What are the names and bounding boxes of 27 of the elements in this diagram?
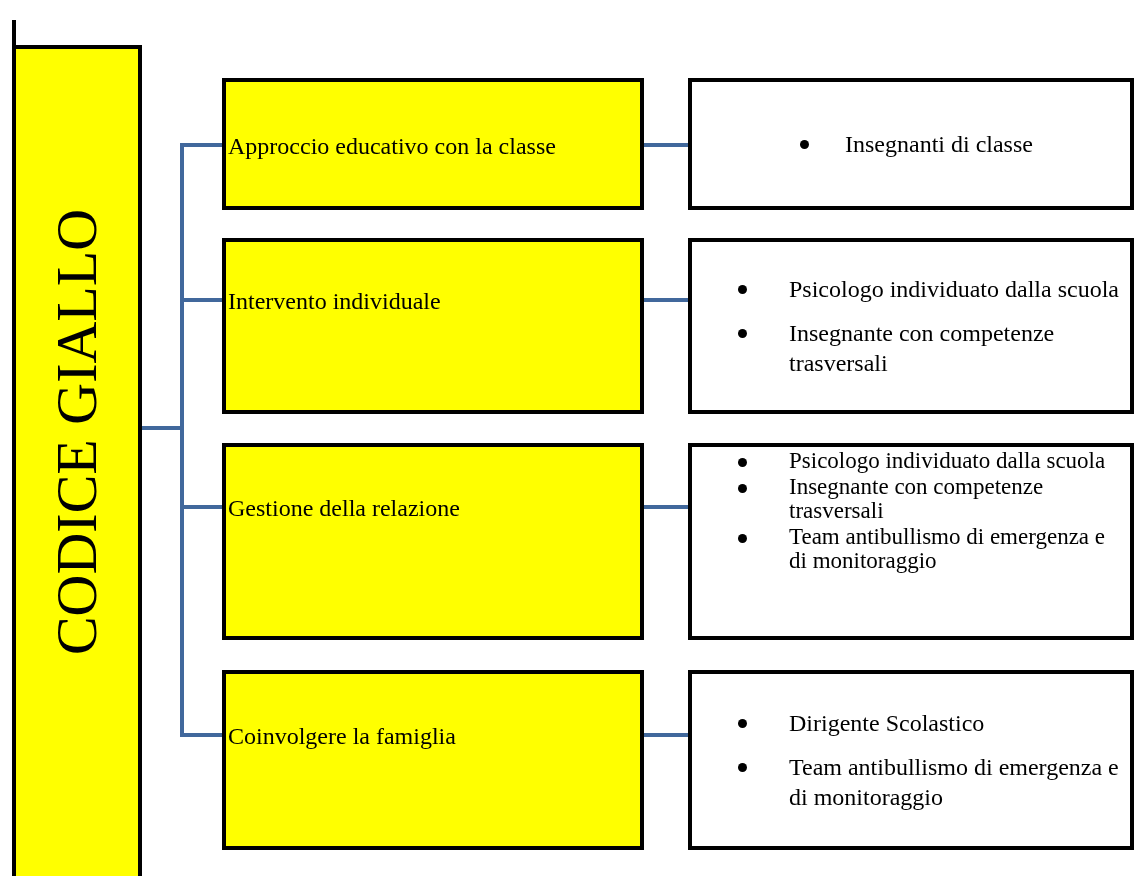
responsible-box bbox=[688, 443, 1134, 640]
responsible-box bbox=[688, 238, 1134, 414]
category-box bbox=[12, 45, 142, 876]
responsible-box bbox=[688, 670, 1134, 850]
action-box bbox=[222, 78, 644, 210]
responsible-text: Psicologo individuato dalla scuola bbox=[789, 449, 1107, 473]
action-box bbox=[222, 443, 644, 640]
action-label: Gestione della relazione bbox=[227, 494, 460, 523]
responsible-text: Insegnante con competenze trasversali bbox=[789, 475, 1045, 523]
connector-line bbox=[142, 426, 222, 737]
action-label: Coinvolgere la famiglia bbox=[227, 722, 456, 751]
responsible-text: Insegnante con competenze trasversali bbox=[789, 319, 1056, 378]
action-label: Approccio educativo con la classe bbox=[227, 132, 556, 161]
responsible-box bbox=[688, 78, 1134, 210]
action-box bbox=[222, 238, 644, 414]
responsible-text: Team antibullismo di emergenza e di monitoraggio bbox=[789, 525, 1107, 573]
connector-line bbox=[644, 505, 688, 509]
connector-line bbox=[644, 298, 688, 302]
action-box bbox=[222, 670, 644, 850]
action-label: Intervento individuale bbox=[227, 287, 441, 316]
responsible-text: Insegnanti di classe bbox=[845, 130, 1034, 159]
responsible-text: Dirigente Scolastico bbox=[789, 709, 986, 738]
category-title: CODICE GIALLO bbox=[48, 208, 106, 656]
connector-line bbox=[644, 143, 688, 147]
connector-line bbox=[644, 733, 688, 737]
responsible-text: Psicologo individuato dalla scuola bbox=[789, 275, 1120, 304]
responsible-text: Team antibullismo di emergenza e di monitoraggio bbox=[789, 753, 1120, 812]
